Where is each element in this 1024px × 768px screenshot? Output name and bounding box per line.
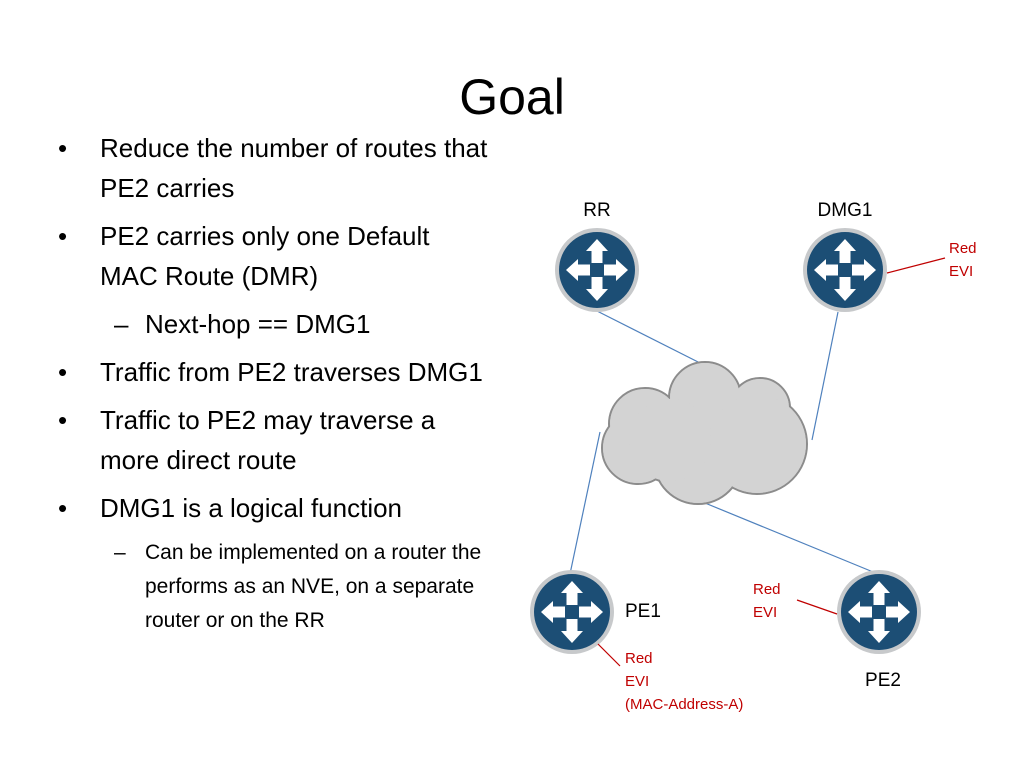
bullet-text: DMG1 is a logical function [100,493,403,523]
router-arrows-icon [807,232,883,308]
bullet-dot: • [58,357,68,387]
router-arrows-icon [534,574,610,650]
bullet-dot: • [58,405,68,435]
sub-bullet-item: – Next-hop == DMG1 [58,304,488,344]
annotation-dmg1-line1: Red [949,240,977,257]
annotation-line-pe2 [796,599,838,615]
cloud-fill [603,363,806,503]
sub-bullet-text: Next-hop == DMG1 [145,309,371,339]
network-cloud-icon [601,361,808,505]
annotation-pe2-line1: Red [753,581,781,598]
links [569,310,879,575]
bullet-item: • Traffic to PE2 may traverse a more dir… [58,400,488,480]
bullet-text: Reduce the number of routes that PE2 car… [100,133,488,203]
sub-bullet-item: – Can be implemented on a router the per… [58,536,488,638]
router-rr [555,228,639,312]
bullet-dot: • [58,493,68,523]
router-arrows-icon [559,232,635,308]
router-pe1 [530,570,614,654]
bullet-item: • Traffic from PE2 traverses DMG1 [58,352,488,392]
bullet-text: PE2 carries only one Default MAC Route (… [100,221,430,291]
bullet-list: • Reduce the number of routes that PE2 c… [58,128,488,638]
annotation-line-dmg1 [886,257,946,274]
link-pe1-cloud [569,431,601,575]
node-label-pe2: PE2 [865,670,901,691]
router-pe2 [837,570,921,654]
bullet-text: Traffic to PE2 may traverse a more direc… [100,405,436,475]
bullet-item: • DMG1 is a logical function [58,488,488,528]
router-arrows-icon [841,574,917,650]
annotation-pe1-line2: EVI [625,673,649,690]
annotation-pe2-line2: EVI [753,604,777,621]
bullet-text: Traffic from PE2 traverses DMG1 [100,357,483,387]
annotation-pe1-line1: Red [625,650,653,667]
sub-bullet-text: Can be implemented on a router the perfo… [145,541,482,632]
annotation-dmg1-line2: EVI [949,263,973,280]
bullet-item: • Reduce the number of routes that PE2 c… [58,128,488,208]
link-pe2-cloud [704,502,879,575]
bullet-dot: • [58,221,68,251]
router-dmg1 [803,228,887,312]
bullet-item: • PE2 carries only one Default MAC Route… [58,216,488,296]
link-dmg1-cloud [811,311,839,441]
node-label-dmg1: DMG1 [818,200,873,221]
annotation-line-pe1 [597,643,621,667]
node-label-pe1: PE1 [625,601,661,622]
sub-bullet-dash: – [114,541,126,564]
link-rr-cloud [596,310,709,368]
annotation-pe1-line3: (MAC-Address-A) [625,696,743,713]
sub-bullet-dash: – [114,309,129,339]
node-label-rr: RR [583,200,610,221]
bullet-dot: • [58,133,68,163]
slide-title: Goal [459,69,565,125]
